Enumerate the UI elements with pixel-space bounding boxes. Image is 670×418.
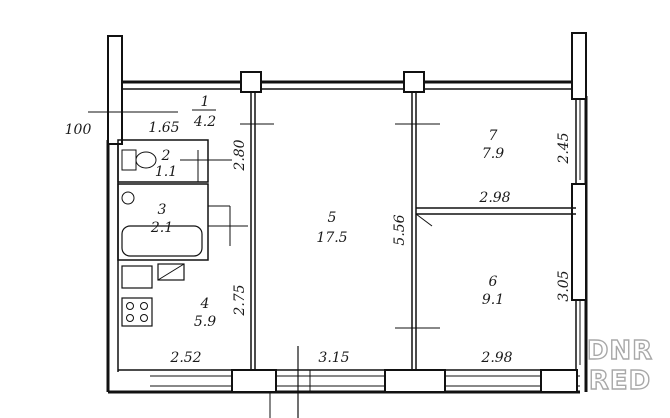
dim-room6-width: 2.98: [480, 350, 512, 366]
top-left-column: [107, 35, 123, 145]
room-5-number: 5: [328, 210, 337, 226]
room-6-area: 9.1: [482, 292, 504, 308]
right-middle-column: [571, 183, 587, 301]
dim-kitchen-width: 2.52: [169, 350, 201, 366]
dim-kitchen-length: 2.75: [232, 284, 248, 316]
bathtub: [121, 225, 203, 257]
room-1-area: 4.2: [193, 114, 216, 130]
column-2: [403, 71, 425, 93]
bottom-column-3: [540, 369, 578, 393]
column-1: [240, 71, 262, 93]
room-3-number: 3: [158, 202, 167, 218]
dim-hall-length: 2.80: [232, 139, 248, 171]
bottom-column-1: [231, 369, 277, 393]
toilet-bowl: [135, 151, 157, 169]
watermark-logo: DNR RED: [577, 332, 663, 400]
watermark-line-1: DNR: [586, 335, 654, 366]
stove: [121, 297, 153, 327]
bottom-column-2: [384, 369, 446, 393]
room-1-number: 1: [201, 94, 210, 110]
dim-room6-length: 3.05: [556, 270, 572, 301]
dim-room7-width: 2.98: [478, 190, 510, 206]
top-right-column: [571, 32, 587, 100]
room-2-area: 1.1: [155, 164, 177, 180]
room-7-number: 7: [489, 128, 498, 144]
wc-block: [117, 139, 209, 183]
dim-living-length: 5.56: [392, 214, 408, 245]
dim-living-width: 3.15: [318, 350, 349, 366]
room-2-number: 2: [161, 148, 171, 164]
room-4-area: 5.9: [194, 314, 216, 330]
toilet-tank: [121, 149, 137, 171]
dim-hall-width: 1.65: [148, 120, 179, 136]
room-6-number: 6: [489, 274, 498, 290]
dim-outer-mark: 100: [65, 122, 92, 138]
room-5-area: 17.5: [316, 230, 347, 246]
bath-block: [117, 183, 209, 261]
room-7-area: 7.9: [482, 146, 504, 162]
watermark-line-2: RED: [588, 365, 652, 396]
dim-room7-length: 2.45: [556, 132, 572, 164]
room-3-area: 2.1: [150, 220, 173, 236]
kitchen-sink: [121, 265, 153, 289]
room-4-number: 4: [200, 296, 210, 312]
kitchen-counter: [157, 263, 185, 281]
